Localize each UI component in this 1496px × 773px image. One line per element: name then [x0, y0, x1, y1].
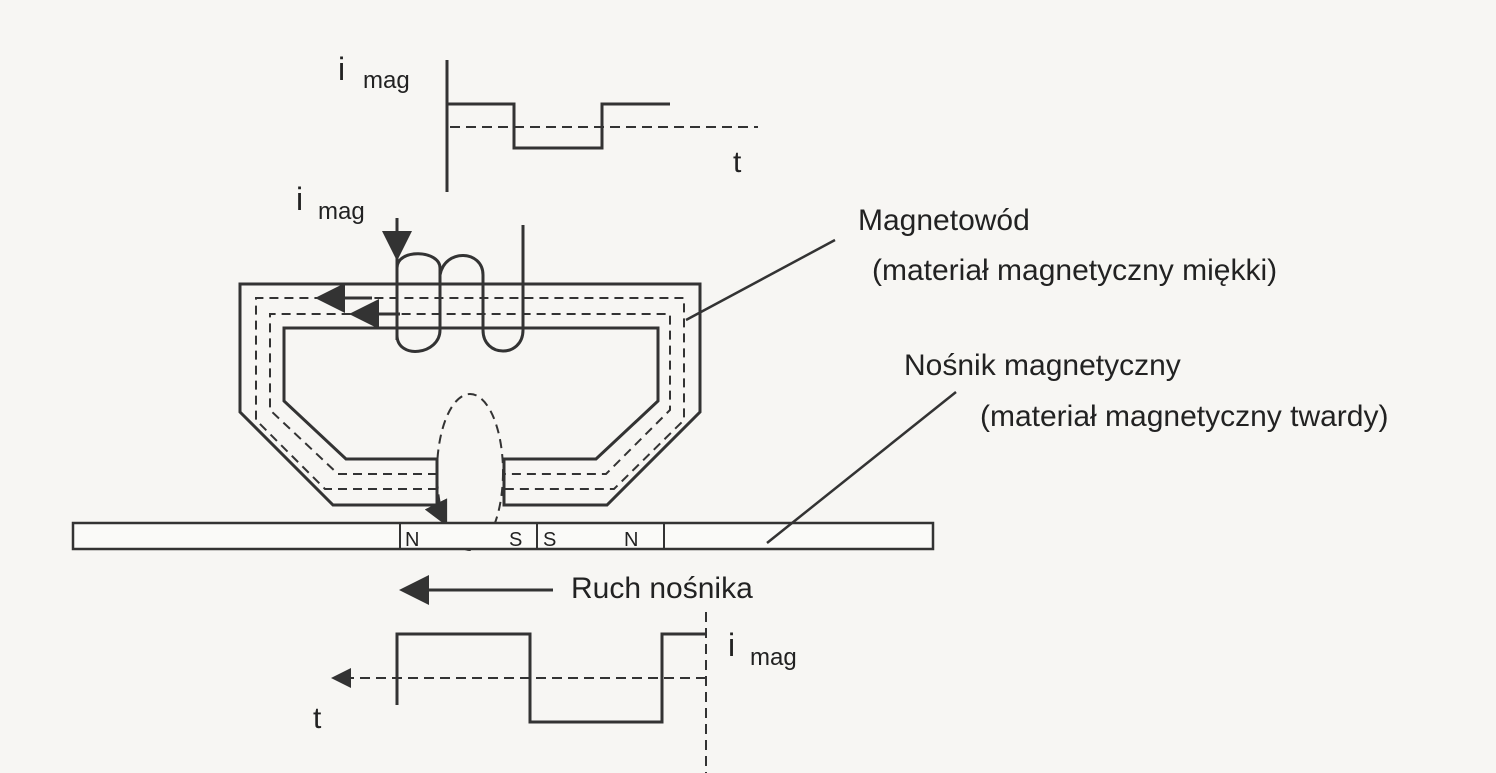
- pole-label-4: N: [624, 529, 638, 551]
- bottom-graph-waveform: [395, 632, 706, 724]
- magnetic-medium-tape: [71, 521, 935, 551]
- top-current-graph: [445, 60, 758, 192]
- coil-current-symbol: i: [296, 181, 303, 217]
- top-graph-waveform: [447, 102, 670, 150]
- medium-label-title: Nośnik magnetyczny: [904, 349, 1181, 382]
- motion-label: Ruch nośnika: [571, 572, 753, 605]
- tape-domain-boundaries: [399, 523, 665, 549]
- bottom-graph-axis-symbol: i: [728, 627, 735, 663]
- top-graph-axis-subscript: mag: [363, 67, 410, 94]
- coil-current-subscript: mag: [318, 198, 365, 225]
- coil-turn-1: [395, 252, 442, 353]
- bottom-graph-time-label: t: [313, 702, 322, 735]
- pole-label-2: S: [509, 529, 522, 551]
- flux-line-inner: [269, 313, 671, 475]
- pole-label-3: S: [543, 529, 556, 551]
- magnetic-core: [238, 282, 702, 507]
- core-outline: [238, 282, 702, 507]
- core-leader-line: [685, 238, 836, 322]
- flux-line-outer: [255, 297, 685, 490]
- top-graph-time-label: t: [733, 146, 742, 179]
- bottom-current-graph: [395, 612, 707, 773]
- bottom-graph-axis-subscript: mag: [750, 644, 797, 671]
- magnetic-flux-lines: [255, 297, 685, 490]
- medium-label-subtitle: (materiał magnetyczny twardy): [980, 400, 1388, 433]
- gap-field-arrow: [424, 488, 448, 527]
- core-label-subtitle: (materiał magnetyczny miękki): [872, 254, 1277, 287]
- medium-leader-line: [766, 391, 957, 544]
- core-label-title: Magnetowód: [858, 204, 1030, 237]
- top-graph-axis-symbol: i: [338, 51, 345, 87]
- coil-turn-2: [438, 254, 525, 353]
- pole-label-1: N: [405, 529, 419, 551]
